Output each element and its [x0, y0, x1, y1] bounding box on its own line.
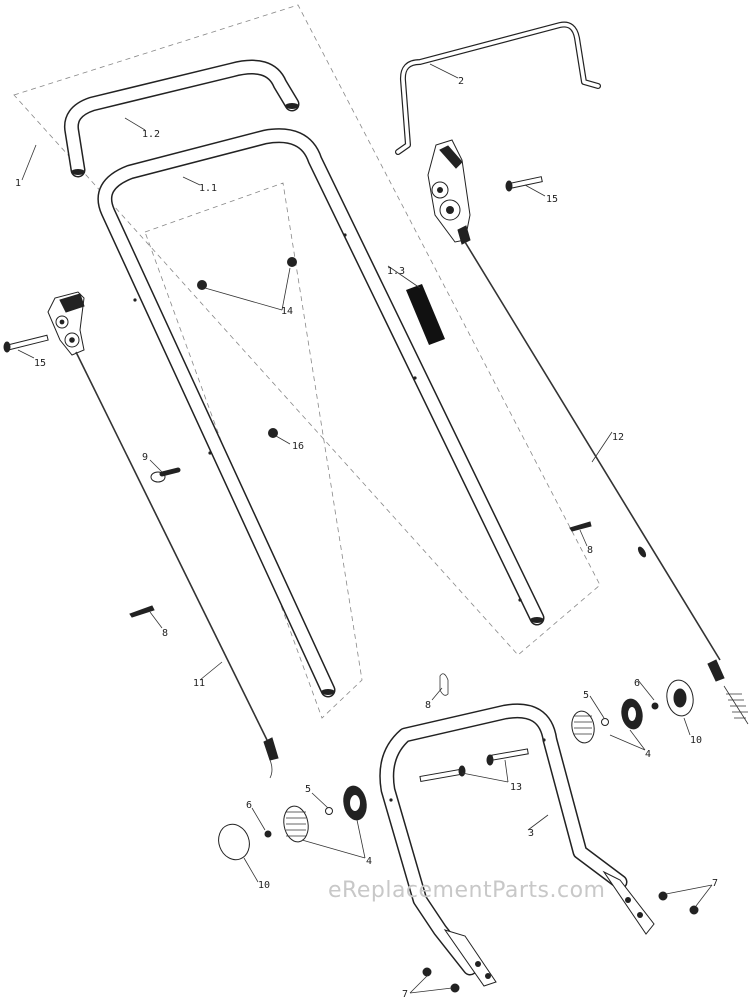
callout-10-left: 10 [258, 880, 270, 891]
callout-1: 1 [15, 178, 21, 189]
callout-13: 13 [510, 782, 522, 793]
right-knob-assembly [571, 679, 694, 744]
callout-9: 9 [142, 452, 148, 463]
callout-16: 16 [292, 441, 304, 452]
pivot-bolt-left [3, 334, 49, 353]
cable-clip [150, 467, 181, 483]
decal-plate [406, 284, 445, 345]
callout-8-left: 8 [162, 628, 168, 639]
callout-1-3: 1.3 [387, 266, 405, 277]
right-control-cable [464, 241, 749, 725]
callout-6-left: 6 [246, 800, 252, 811]
callout-10-right: 10 [690, 735, 702, 746]
left-control-cable [75, 351, 279, 779]
callout-7-right: 7 [712, 878, 718, 889]
left-control-lever [47, 291, 85, 356]
lower-handle-frame [379, 703, 655, 987]
callout-8-right: 8 [587, 545, 593, 556]
callout-4-left: 4 [366, 856, 372, 867]
callout-15-right: 15 [546, 194, 558, 205]
callout-7-left: 7 [402, 989, 408, 1000]
callout-15-left: 15 [34, 358, 46, 369]
cable-ties [129, 521, 592, 696]
callout-3: 3 [528, 828, 534, 839]
watermark: eReplacementParts.com [328, 878, 605, 903]
part-callouts: 1 1.2 1.1 1.3 2 15 15 14 16 9 12 8 8 11 … [15, 76, 718, 1000]
callout-4-right: 4 [645, 749, 651, 760]
callout-1-1: 1.1 [199, 183, 217, 194]
callout-2: 2 [458, 76, 464, 87]
upper-handle-frame [97, 128, 545, 698]
upper-handle-assembly-outline [13, 4, 601, 719]
callout-6-right: 6 [634, 678, 640, 689]
leader-lines [17, 63, 713, 994]
right-control-lever [427, 139, 471, 245]
pivot-bolt-right [505, 176, 543, 192]
screws [422, 891, 699, 993]
callout-12: 12 [612, 432, 624, 443]
operator-bail-wire [395, 21, 601, 155]
upper-nuts [197, 257, 297, 438]
callout-5-left: 5 [305, 784, 311, 795]
callout-11: 11 [193, 678, 205, 689]
left-knob-assembly [218, 785, 367, 861]
callout-5-right: 5 [583, 690, 589, 701]
callout-14: 14 [281, 306, 293, 317]
callout-8-center: 8 [425, 700, 431, 711]
lower-handle-bolts [419, 748, 529, 783]
callout-1-2: 1.2 [142, 129, 160, 140]
upper-cross-bar [63, 59, 300, 178]
